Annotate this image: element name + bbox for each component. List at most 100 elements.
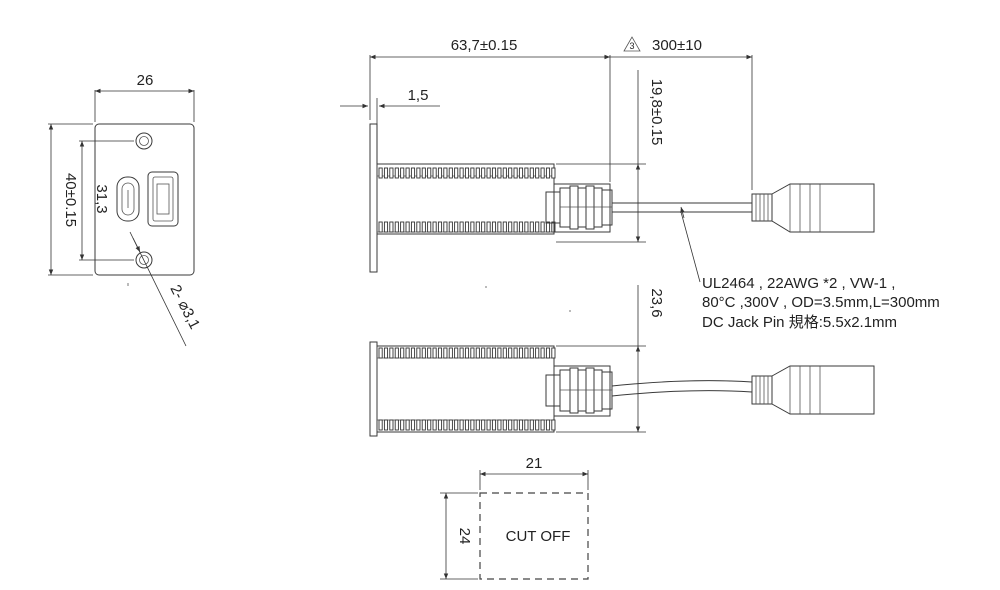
- top-boot: [545, 367, 613, 414]
- fin: [486, 167, 491, 179]
- fin: [551, 419, 556, 431]
- fin: [535, 221, 540, 233]
- fin: [427, 347, 432, 359]
- fin: [437, 347, 443, 359]
- fin: [475, 419, 480, 431]
- fin: [383, 221, 389, 233]
- fin: [448, 221, 453, 233]
- fin: [551, 167, 556, 179]
- front-view: 26 40±0.15 31,3 2- ⌀3,1: [48, 72, 203, 347]
- fin: [497, 167, 502, 179]
- fin: [513, 347, 518, 359]
- top-body: [376, 345, 555, 433]
- fin: [540, 347, 545, 359]
- fin: [394, 419, 399, 431]
- front-width-dim: 26: [137, 72, 154, 89]
- fin: [470, 419, 475, 431]
- fin: [491, 419, 497, 431]
- fin: [394, 221, 399, 233]
- fin: [378, 221, 383, 233]
- fin: [470, 347, 475, 359]
- fin: [508, 167, 513, 179]
- fin: [427, 167, 432, 179]
- fin: [513, 167, 518, 179]
- fin: [383, 419, 389, 431]
- fin: [545, 347, 551, 359]
- fin: [400, 419, 405, 431]
- fin: [443, 347, 448, 359]
- front-height-dim: 40±0.15: [62, 173, 79, 227]
- cable-spec-line3: DC Jack Pin 規格:5.5x2.1mm: [702, 314, 897, 331]
- front-plate: [94, 123, 195, 276]
- fin: [470, 221, 475, 233]
- fin: [524, 419, 529, 431]
- fin: [400, 221, 405, 233]
- fin: [497, 419, 502, 431]
- fin: [400, 167, 405, 179]
- fin: [551, 221, 556, 233]
- fin: [421, 221, 426, 233]
- fin: [464, 419, 470, 431]
- fin: [481, 419, 486, 431]
- fin: [551, 347, 556, 359]
- cable-spec-line2: 80°C ,300V , OD=3.5mm,L=300mm: [702, 294, 940, 311]
- fin: [437, 221, 443, 233]
- fin: [416, 419, 421, 431]
- fin: [405, 167, 410, 179]
- fin: [529, 221, 534, 233]
- fin: [448, 419, 453, 431]
- fin: [459, 167, 464, 179]
- fin: [545, 167, 551, 179]
- fin: [416, 347, 421, 359]
- side-cable-note-marker: 3: [629, 41, 634, 51]
- cutout-height-dim: 24: [456, 528, 473, 545]
- fin: [535, 167, 540, 179]
- side-length-dim: 63,7±0.15: [451, 37, 518, 54]
- fin: [400, 347, 405, 359]
- fin: [454, 167, 459, 179]
- fin: [448, 167, 453, 179]
- front-hole-spacing-dim: 31,3: [93, 184, 110, 213]
- cutout-width-dim: 21: [526, 455, 543, 472]
- fin: [443, 221, 448, 233]
- fin: [421, 419, 426, 431]
- fin: [378, 347, 383, 359]
- cutout-outline: [479, 492, 589, 580]
- fin: [410, 347, 416, 359]
- side-fins-top: [378, 167, 556, 233]
- fin: [486, 221, 491, 233]
- fin: [437, 419, 443, 431]
- fin: [529, 167, 534, 179]
- side-dc-jack: [751, 183, 875, 233]
- fin: [389, 167, 394, 179]
- fin: [454, 347, 459, 359]
- fin: [427, 221, 432, 233]
- fin: [410, 221, 416, 233]
- side-cable-length-dim: 300±10: [652, 37, 702, 54]
- top-fins: [378, 347, 556, 431]
- fin: [389, 347, 394, 359]
- fin: [464, 221, 470, 233]
- fin: [508, 221, 513, 233]
- fin: [508, 419, 513, 431]
- fin: [486, 419, 491, 431]
- fin: [486, 347, 491, 359]
- fin: [524, 221, 529, 233]
- usb-a-port-icon: [147, 171, 179, 227]
- fin: [491, 167, 497, 179]
- fin: [378, 167, 383, 179]
- fin: [410, 419, 416, 431]
- fin: [443, 167, 448, 179]
- fin: [535, 347, 540, 359]
- fin: [389, 221, 394, 233]
- fin: [535, 419, 540, 431]
- fin: [491, 221, 497, 233]
- fin: [481, 167, 486, 179]
- fin: [389, 419, 394, 431]
- fin: [443, 419, 448, 431]
- fin: [508, 347, 513, 359]
- fin: [470, 167, 475, 179]
- fin: [432, 221, 437, 233]
- fin: [513, 221, 518, 233]
